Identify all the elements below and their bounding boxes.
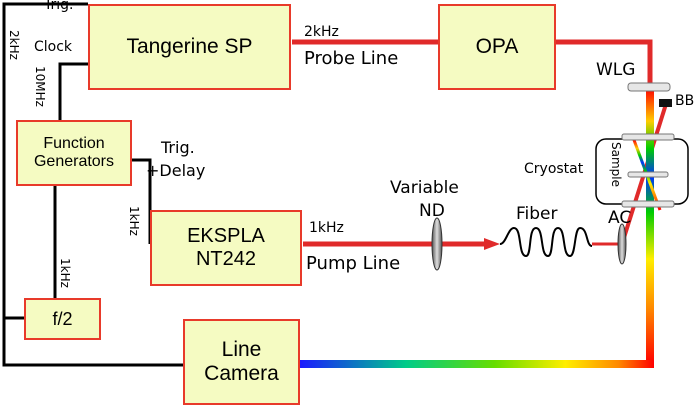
wlg-crystal xyxy=(627,82,671,92)
ekspla-box: EKSPLA NT242 xyxy=(150,210,302,286)
cryostat-label: Cryostat xyxy=(524,161,584,177)
clock-label: Clock xyxy=(34,39,73,55)
f2-box: f/2 xyxy=(24,298,101,340)
fiber-label: Fiber xyxy=(516,204,558,224)
fiber-coil xyxy=(499,226,593,258)
continuum-beam xyxy=(646,88,654,364)
nd-label: ND xyxy=(419,201,445,221)
tangerine-sp-box: Tangerine SP xyxy=(88,4,291,90)
cryostat-window-bottom xyxy=(621,200,675,208)
bb-label: BB xyxy=(675,93,695,109)
function-generators-box: Function Generators xyxy=(16,120,132,186)
opa-label: OPA xyxy=(475,34,519,58)
pump-line-label: Pump Line xyxy=(306,253,401,274)
sample-plate xyxy=(627,171,669,178)
line-camera-box: Line Camera xyxy=(183,319,300,405)
pump-rate-label: 1kHz xyxy=(309,220,344,236)
beam-block xyxy=(659,99,672,107)
tangerine-sp-label: Tangerine SP xyxy=(126,34,253,58)
continuum-to-camera xyxy=(300,360,654,368)
probe-rate-label: 2kHz xyxy=(304,24,339,40)
ac-lens xyxy=(617,223,627,265)
f2-label: f/2 xyxy=(52,308,73,329)
wlg-label: WLG xyxy=(596,60,636,80)
cryostat-window-top xyxy=(621,133,675,141)
ekspla-rate-label: 1kHz xyxy=(127,206,141,236)
line-camera-label: Line Camera xyxy=(204,337,279,385)
clock-rate-label: 10MHz xyxy=(33,66,47,107)
ekspla-label: EKSPLA NT242 xyxy=(187,225,265,270)
trig-delay-label-2: +Delay xyxy=(146,161,206,180)
trigger-wiring xyxy=(2,2,183,367)
variable-nd-filter xyxy=(431,217,443,271)
function-generators-label: Function Generators xyxy=(33,134,115,170)
probe-line-label: Probe Line xyxy=(304,48,399,69)
variable-label: Variable xyxy=(390,178,459,198)
laser-beams xyxy=(292,39,668,250)
sample-label: Sample xyxy=(609,142,623,187)
sync-2khz-label: 2kHz xyxy=(7,30,21,60)
trig-top-label: Trig. xyxy=(44,0,74,13)
ac-label: AC xyxy=(608,208,632,228)
opa-box: OPA xyxy=(438,4,556,90)
trig-delay-label-1: Trig. xyxy=(161,138,195,157)
f2-rate-label: 1kHz xyxy=(58,258,72,288)
